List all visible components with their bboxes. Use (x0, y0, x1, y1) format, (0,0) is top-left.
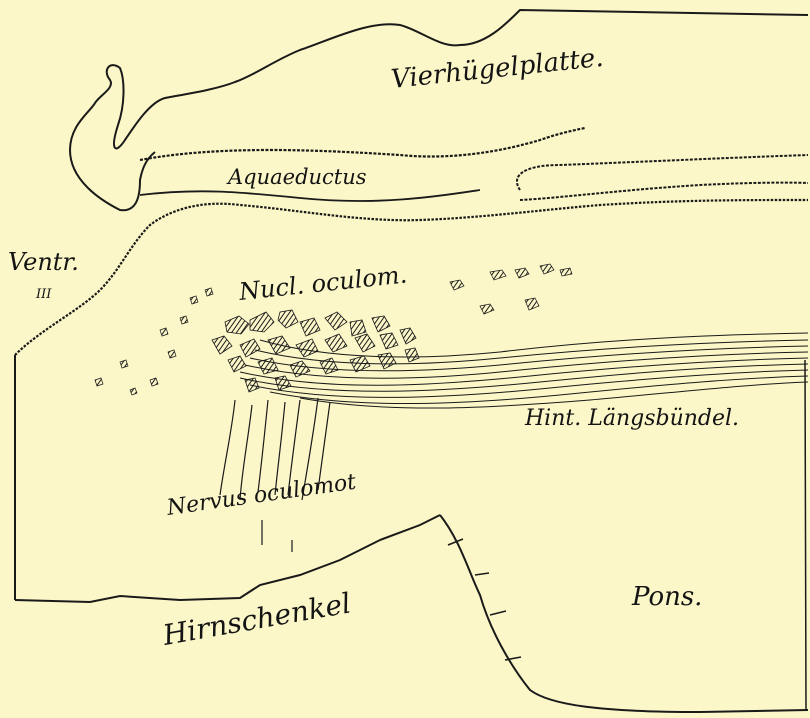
aquaeductus-lower-wall (140, 190, 480, 201)
label-nervus-oculomot: Nervus oculomot (164, 470, 357, 521)
right-border (805, 360, 806, 710)
label-ventr: Ventr. (8, 248, 79, 276)
vierhuegelplatte-outline (70, 10, 808, 210)
aquaeductus-upper-wall (140, 128, 585, 160)
label-hint-laengsbuendel: Hint. Längsbündel. (524, 406, 739, 431)
label-pons: Pons. (631, 582, 702, 612)
label-ventr-number: III (35, 287, 52, 302)
hirnschenkel-floor (15, 515, 440, 602)
label-aquaeductus: Aquaeductus (226, 165, 367, 189)
aquaeductus-branch-upper (517, 155, 808, 190)
label-nucl-oculom: Nucl. oculom. (237, 260, 409, 306)
aquaeductus-branch-lower (520, 183, 808, 200)
label-hirnschenkel: Hirnschenkel (160, 586, 354, 652)
label-vierhuegelplatte: Vierhügelplatte. (390, 43, 605, 95)
pons-boundary-ticks (448, 539, 521, 660)
